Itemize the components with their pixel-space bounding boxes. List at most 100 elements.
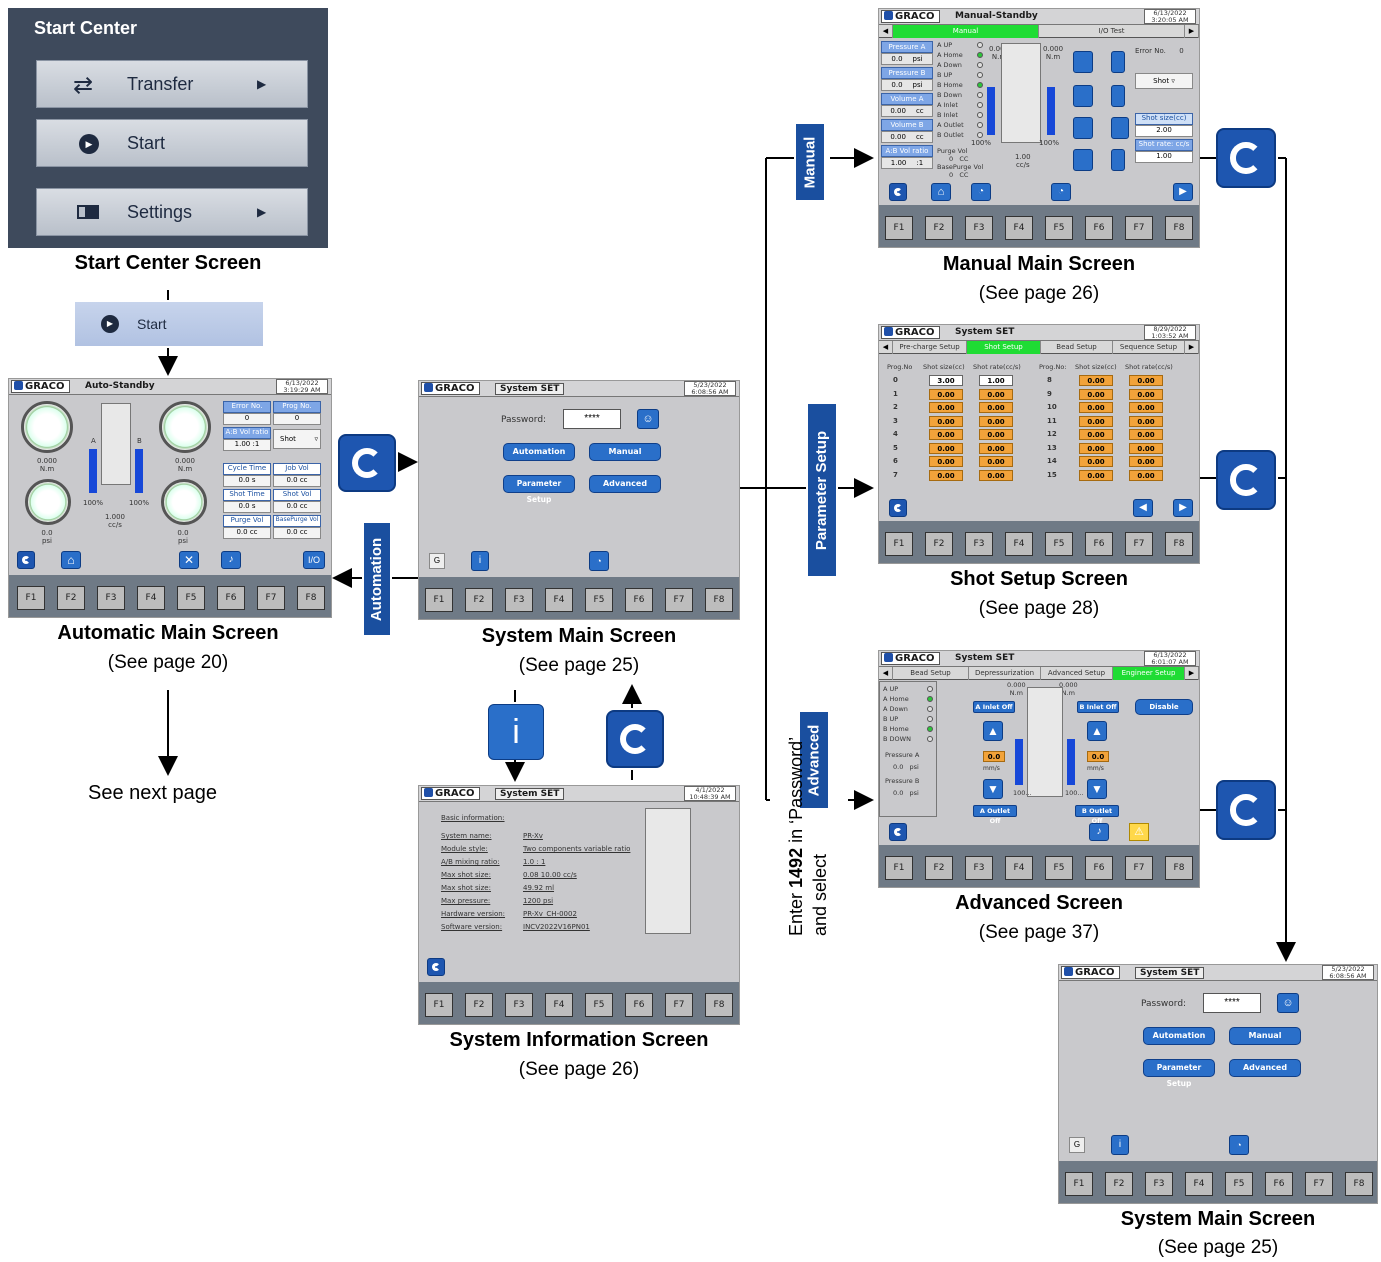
a-tank-icon[interactable] xyxy=(1111,51,1125,73)
warning-icon[interactable]: ⚠ xyxy=(1129,823,1149,841)
graco-menu-button[interactable] xyxy=(427,958,445,976)
graco-menu-button[interactable] xyxy=(17,551,35,569)
info-icon[interactable]: i xyxy=(1111,1135,1129,1155)
f2-key[interactable]: F2 xyxy=(925,532,953,556)
shot-value-field[interactable]: 0.00 xyxy=(979,442,1013,454)
f5-key[interactable]: F5 xyxy=(1045,216,1073,240)
graco-menu-button[interactable] xyxy=(889,499,907,517)
automation-button[interactable]: Automation xyxy=(503,443,575,461)
down-control-icon[interactable] xyxy=(1073,117,1093,139)
shot-value-field[interactable]: 0.00 xyxy=(1129,469,1163,481)
shot-rate-value[interactable]: 1.00 xyxy=(1135,151,1193,163)
f6-key[interactable]: F6 xyxy=(1265,1172,1293,1196)
tab-prev-icon[interactable]: ◀ xyxy=(879,25,893,38)
shot-value-field[interactable]: 0.00 xyxy=(1129,415,1163,427)
tab-prev-icon[interactable]: ◀ xyxy=(879,341,893,354)
shot-value-field[interactable]: 0.00 xyxy=(1079,442,1113,454)
f1-key[interactable]: F1 xyxy=(17,586,45,610)
home-icon[interactable]: ⌂ xyxy=(61,551,81,569)
tab-engineer-setup[interactable]: Engineer Setup xyxy=(1113,667,1185,680)
parameter-setup-button[interactable]: Parameter Setup xyxy=(1143,1059,1215,1088)
shot-size-value[interactable]: 2.00 xyxy=(1135,125,1193,137)
f3-key[interactable]: F3 xyxy=(965,532,993,556)
b-inlet-off-button[interactable]: B Inlet Off xyxy=(1077,701,1119,713)
f8-key[interactable]: F8 xyxy=(1165,532,1193,556)
info-icon[interactable]: i xyxy=(471,551,489,571)
tab-bead-setup[interactable]: Bead Setup xyxy=(893,667,969,680)
language-icon[interactable]: G xyxy=(1069,1137,1085,1153)
shot-value-field[interactable]: 0.00 xyxy=(1079,415,1113,427)
shot-value-field[interactable]: 0.00 xyxy=(1079,375,1113,386)
f7-key[interactable]: F7 xyxy=(1125,532,1153,556)
user-icon[interactable]: ☺ xyxy=(1277,993,1299,1013)
f3-key[interactable]: F3 xyxy=(1145,1172,1173,1196)
f8-key[interactable]: F8 xyxy=(1165,856,1193,880)
language-icon[interactable]: G xyxy=(429,553,445,569)
shot-value-field[interactable]: 0.00 xyxy=(1079,456,1113,467)
f4-key[interactable]: F4 xyxy=(545,993,573,1017)
tools-icon[interactable]: ✕ xyxy=(179,551,199,569)
shot-value-field[interactable]: 0.00 xyxy=(929,415,963,427)
prev-page-icon[interactable]: ◀ xyxy=(1133,499,1153,517)
b-speed-value[interactable]: 0.0 xyxy=(1087,751,1109,762)
tab-manual[interactable]: Manual xyxy=(893,25,1039,38)
f5-key[interactable]: F5 xyxy=(177,586,205,610)
f2-key[interactable]: F2 xyxy=(1105,1172,1133,1196)
alarm-icon[interactable]: ♪ xyxy=(221,551,241,569)
alarm-icon[interactable]: ♪ xyxy=(1089,823,1109,841)
f2-key[interactable]: F2 xyxy=(57,586,85,610)
f8-key[interactable]: F8 xyxy=(1345,1172,1373,1196)
manual-button[interactable]: Manual xyxy=(1229,1027,1301,1045)
graco-button-manual-return[interactable] xyxy=(1216,128,1276,188)
f4-key[interactable]: F4 xyxy=(1005,856,1033,880)
shot-value-field[interactable]: 0.00 xyxy=(1129,456,1163,467)
next-page-icon[interactable]: ▶ xyxy=(1173,499,1193,517)
tab-bead-setup[interactable]: Bead Setup xyxy=(1041,341,1113,354)
f3-key[interactable]: F3 xyxy=(965,856,993,880)
f4-key[interactable]: F4 xyxy=(545,588,573,612)
graco-button-back[interactable] xyxy=(606,710,664,768)
b-up-arrow-icon[interactable]: ▲ xyxy=(1087,721,1107,741)
f5-key[interactable]: F5 xyxy=(1045,532,1073,556)
shot-value-field[interactable]: 0.00 xyxy=(929,456,963,467)
shot-value-field[interactable]: 0.00 xyxy=(929,402,963,413)
disable-button[interactable]: Disable xyxy=(1135,699,1193,715)
f2-key[interactable]: F2 xyxy=(465,588,493,612)
f1-key[interactable]: F1 xyxy=(425,993,453,1017)
shot-dropdown[interactable]: Shot ▿ xyxy=(1135,73,1193,89)
f5-key[interactable]: F5 xyxy=(585,993,613,1017)
b-down-arrow-icon[interactable]: ▼ xyxy=(1087,779,1107,799)
shot-value-field[interactable]: 0.00 xyxy=(979,402,1013,413)
tab-io-test[interactable]: I/O Test xyxy=(1039,25,1185,38)
password-input[interactable]: **** xyxy=(563,409,621,429)
b-outlet-off-button[interactable]: B Outlet Off xyxy=(1075,805,1119,825)
shot-value-field[interactable]: 0.00 xyxy=(1129,375,1163,386)
f2-key[interactable]: F2 xyxy=(465,993,493,1017)
password-input[interactable]: **** xyxy=(1203,993,1261,1013)
tab-advanced-setup[interactable]: Advanced Setup xyxy=(1041,667,1113,680)
f6-key[interactable]: F6 xyxy=(1085,856,1113,880)
gauge-icon[interactable]: ◔ xyxy=(971,183,991,201)
pressure-gauge-icon[interactable]: ◔ xyxy=(1051,183,1071,201)
f5-key[interactable]: F5 xyxy=(1225,1172,1253,1196)
f3-key[interactable]: F3 xyxy=(965,216,993,240)
shot-value-field[interactable]: 0.00 xyxy=(1129,429,1163,440)
tab-next-icon[interactable]: ▶ xyxy=(1185,341,1199,354)
mix-icon[interactable] xyxy=(1111,149,1125,171)
graco-menu-button[interactable] xyxy=(889,823,907,841)
info-document-icon[interactable]: i xyxy=(488,704,544,760)
shot-value-field[interactable]: 0.00 xyxy=(1079,469,1113,481)
prog-no-value[interactable]: 0 xyxy=(273,413,321,425)
settings-monitor-icon[interactable]: ◔ xyxy=(1229,1135,1249,1155)
shot-value-field[interactable]: 0.00 xyxy=(929,429,963,440)
f7-key[interactable]: F7 xyxy=(665,993,693,1017)
f8-key[interactable]: F8 xyxy=(705,588,733,612)
shot-value-field[interactable]: 0.00 xyxy=(929,388,963,400)
graco-button-to-system[interactable] xyxy=(338,434,396,492)
parameter-setup-button[interactable]: Parameter Setup xyxy=(503,475,575,504)
shot-value-field[interactable]: 0.00 xyxy=(979,456,1013,467)
graco-menu-button[interactable] xyxy=(889,183,907,201)
shot-dropdown[interactable]: Shot ▿ xyxy=(273,429,321,449)
home-icon[interactable]: ⌂ xyxy=(931,183,951,201)
settings-monitor-icon[interactable]: ◔ xyxy=(589,551,609,571)
